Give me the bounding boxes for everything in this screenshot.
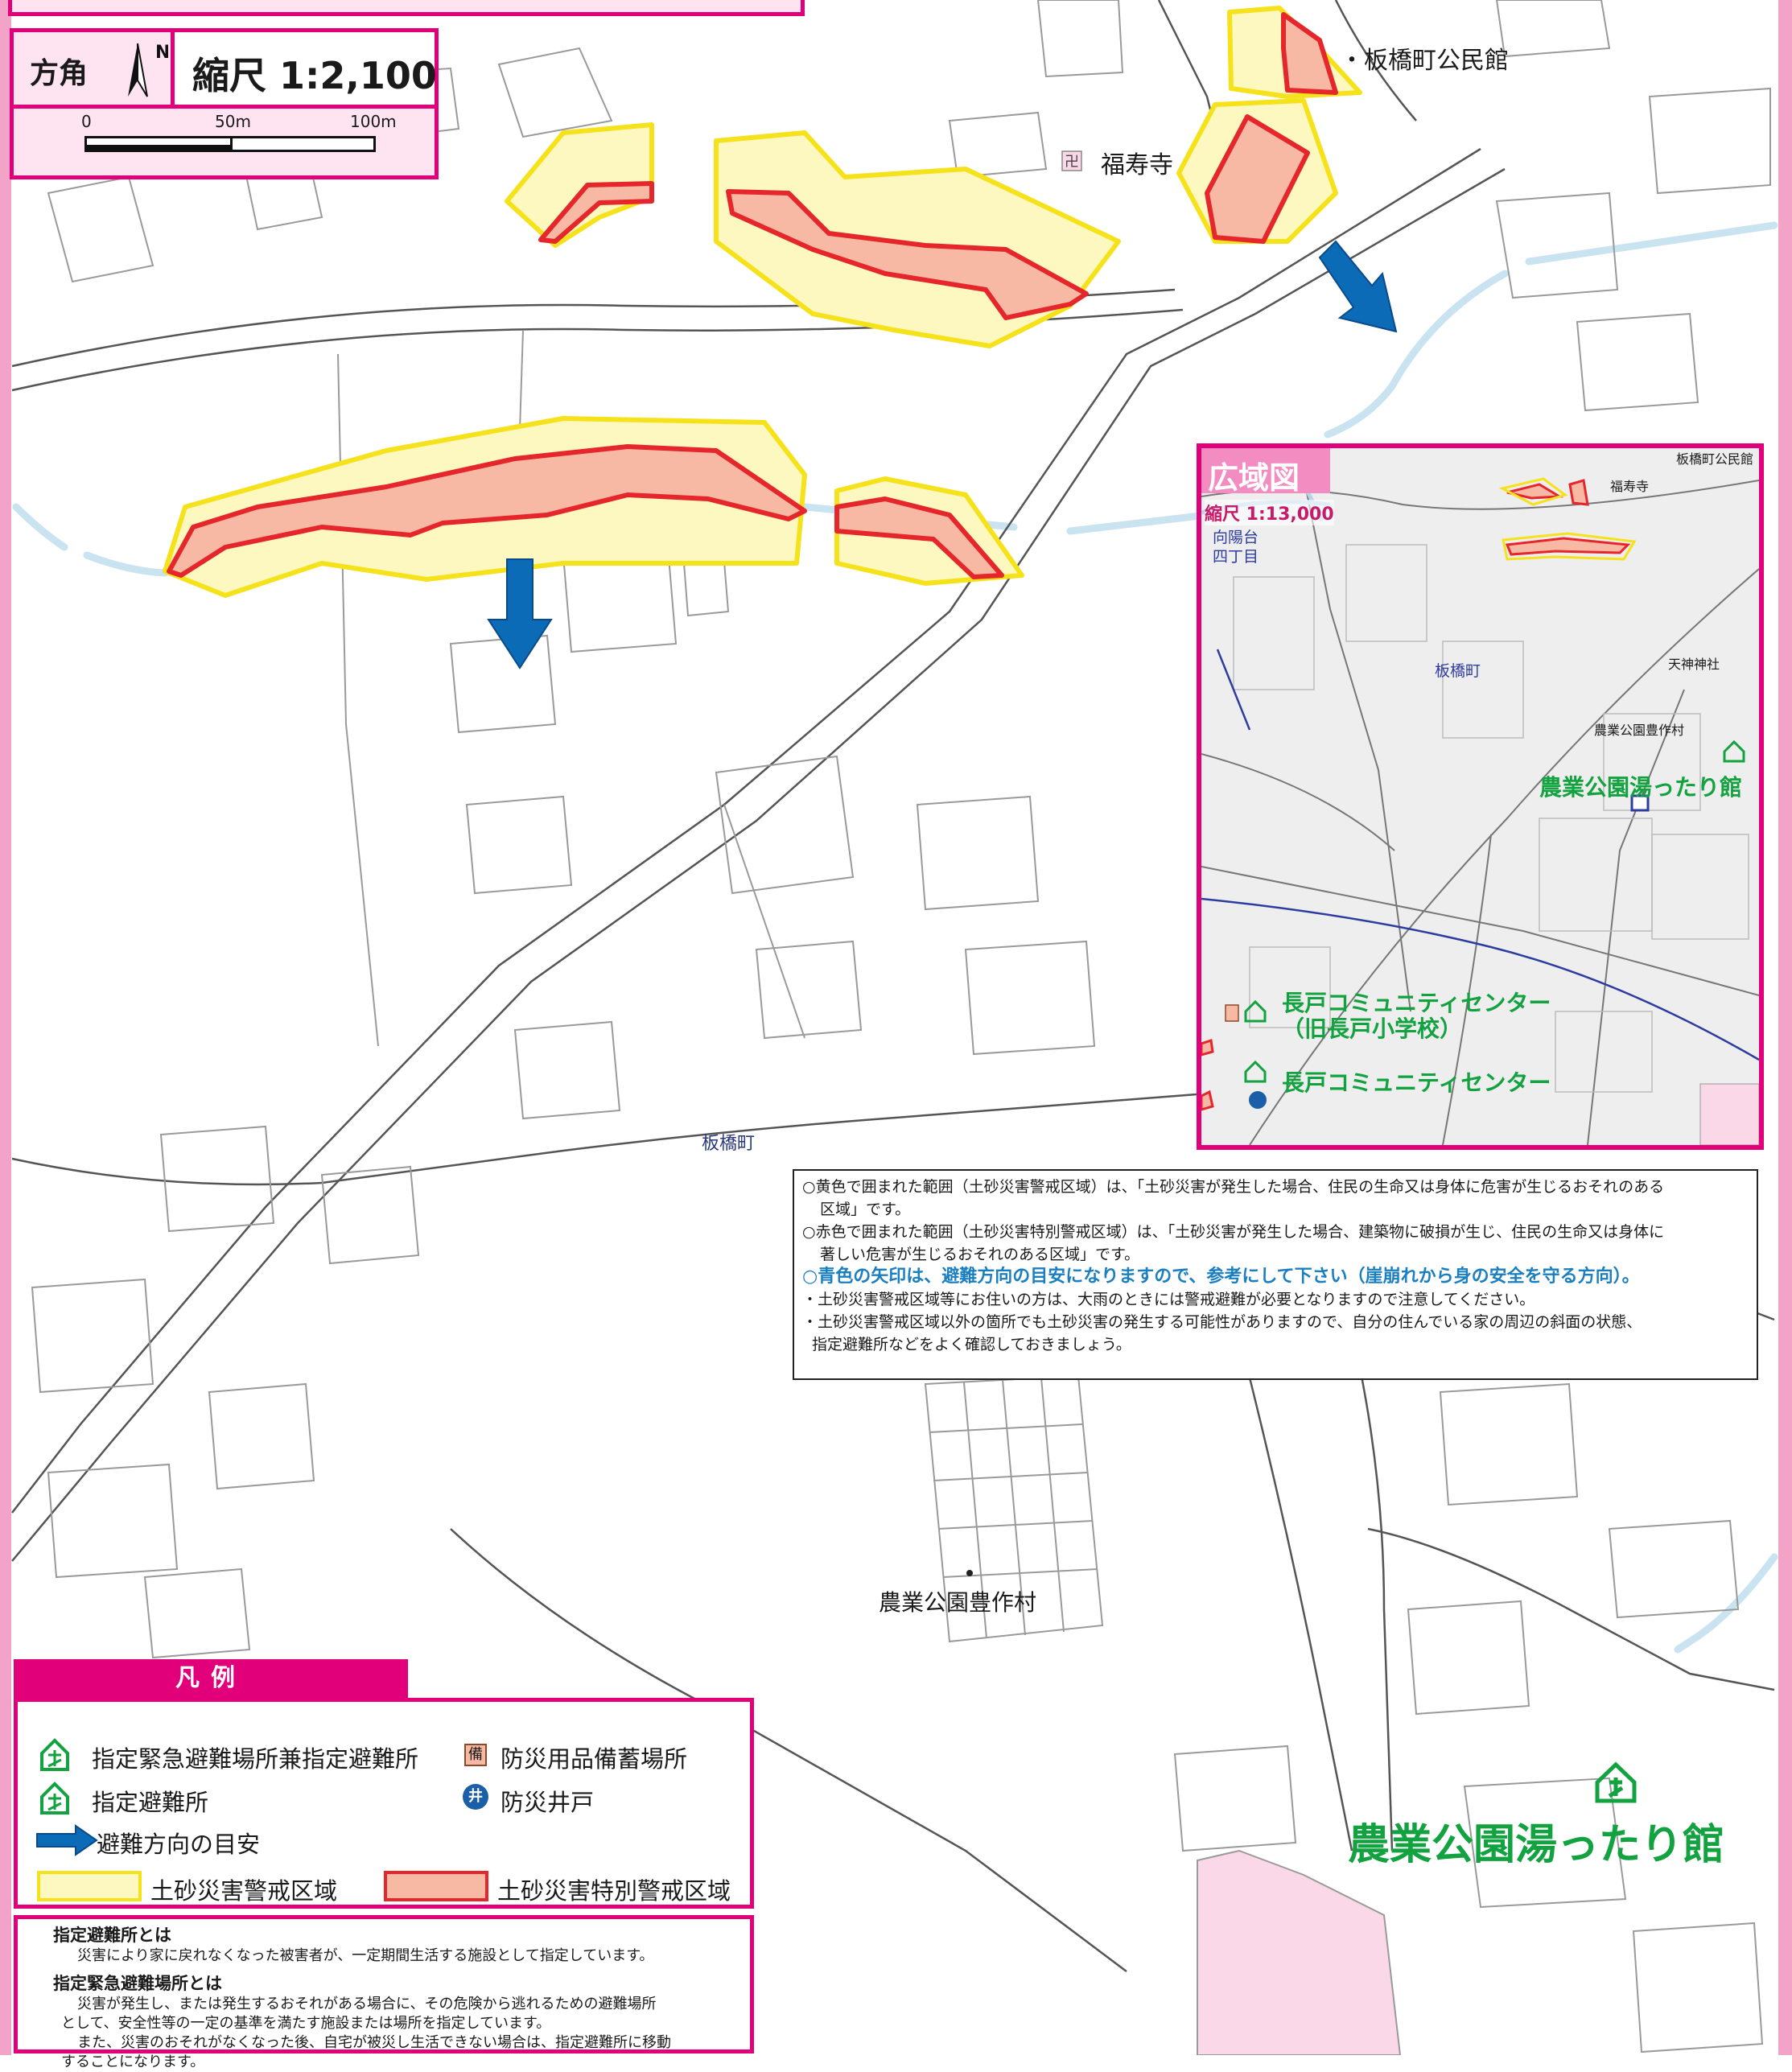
inset-label-farm-village: 農業公園豊作村 xyxy=(1594,723,1685,738)
special-zone xyxy=(538,181,654,244)
evac-arrow-icon xyxy=(36,1824,98,1856)
inset-label-yuttari: 農業公園湯ったり館 xyxy=(1539,774,1743,801)
legend-well: 防災井戸 xyxy=(501,1789,595,1816)
scalebar-tick-50: 50m xyxy=(215,112,251,131)
special-zone xyxy=(1281,12,1338,95)
note-line: ○黄色で囲まれた範囲（土砂災害警戒区域）は、「土砂災害が発生した場合、住民の生命… xyxy=(802,1178,1665,1196)
inset-well-icon xyxy=(1249,1091,1267,1109)
label-community-hall: ・板橋町公民館 xyxy=(1340,47,1509,75)
scalebar xyxy=(84,136,376,152)
note-line: 著しい危害が生じるおそれのある区域」です。 xyxy=(820,1246,1140,1263)
inset-label-area: 板橋町 xyxy=(1435,662,1481,680)
legend-evac-direction: 避難方向の目安 xyxy=(97,1831,261,1858)
north-letter: N xyxy=(155,43,168,63)
def-emergency-text: また、災害のおそれがなくなった後、自宅が被災し生活できない場合は、指定避難所に移… xyxy=(77,2034,671,2051)
legend-stockpile: 防災用品備蓄場所 xyxy=(501,1745,688,1773)
legend-definitions: 指定避難所とは 災害により家に戻れなくなった被害者が、一定期間生活する施設として… xyxy=(14,1915,754,2070)
inset-scale: 縮尺 1:13,000 xyxy=(1205,500,1334,525)
direction-cell: 方角 N xyxy=(14,32,175,105)
special-zone-swatch xyxy=(384,1871,488,1901)
note-line-blue: ○青色の矢印は、避難方向の目安になりますので、参考にして下さい（崖崩れから身の安… xyxy=(802,1267,1640,1287)
evac-arrow xyxy=(487,558,553,669)
def-emergency-text: 災害が発生し、または発生するおそれがある場合に、その危険から逃れるための避難場所 xyxy=(77,1996,657,2012)
note-line: 区域」です。 xyxy=(820,1201,911,1218)
legend-emergency-shelter: 指定緊急避難場所兼指定避難所 xyxy=(92,1745,419,1773)
north-arrow-icon: N xyxy=(128,43,168,97)
scale-cell: 縮尺 1:2,100 xyxy=(175,32,437,105)
inset-stockpile-icon xyxy=(1225,1004,1239,1022)
well-icon: 井 xyxy=(463,1784,488,1810)
evac-arrow xyxy=(1318,240,1398,333)
def-emergency-title: 指定緊急避難場所とは xyxy=(53,1974,222,1993)
label-farm-village: 農業公園豊作村 xyxy=(879,1589,1037,1616)
legend-special-zone: 土砂災害特別警戒区域 xyxy=(497,1877,731,1905)
inset-title: 広域図 xyxy=(1208,460,1300,496)
farm-village-dot xyxy=(966,1570,973,1576)
def-emergency-text: として、安全性等の一定の基準を満たす施設または場所を指定しています。 xyxy=(61,2015,551,2032)
direction-label: 方角 xyxy=(30,57,89,90)
pink-facility xyxy=(1197,1849,1402,2055)
right-page-edge xyxy=(1778,0,1792,2055)
notes-box: ○黄色で囲まれた範囲（土砂災害警戒区域）は、「土砂災害が発生した場合、住民の生命… xyxy=(793,1169,1758,1380)
note-line: ・土砂災害警戒区域以外の箇所でも土砂災害の発生する可能性がありますので、自分の住… xyxy=(802,1313,1642,1331)
svg-text:卍: 卍 xyxy=(1065,154,1079,171)
special-zone xyxy=(726,189,1089,320)
special-zone xyxy=(1205,114,1310,244)
note-line: ○赤色で囲まれた範囲（土砂災害特別警戒区域）は、「土砂災害が発生した場合、建築物… xyxy=(802,1223,1665,1241)
inset-map: 広域図 縮尺 1:13,000 向陽台 四丁目 板橋町公民館 福寿寺 板橋町 天… xyxy=(1197,443,1764,1150)
def-shelter-title: 指定避難所とは xyxy=(53,1926,171,1945)
scalebar-tick-0: 0 xyxy=(81,112,92,131)
legend-shelter: 指定避難所 xyxy=(92,1789,209,1816)
note-line: 指定避難所などをよく確認しておきましょう。 xyxy=(812,1336,1131,1353)
scalebar-cell: 0 50m 100m xyxy=(14,109,435,175)
temple-icon: 卍 xyxy=(1061,150,1082,171)
legend-warning-zone: 土砂災害警戒区域 xyxy=(150,1877,338,1905)
scalebar-tick-100: 100m xyxy=(350,112,397,131)
inset-label-nagato-old-2: （旧長戸小学校） xyxy=(1282,1015,1463,1042)
inset-label-nagato-cc: 長戸コミュニティセンター xyxy=(1282,1069,1551,1096)
label-shelter-yuttari: 農業公園湯ったり館 xyxy=(1348,1821,1725,1869)
inset-map-drawing xyxy=(1201,448,1759,1145)
label-area-name: 板橋町 xyxy=(702,1134,756,1154)
inset-label-temple: 福寿寺 xyxy=(1610,479,1650,494)
def-emergency-text: することになります。 xyxy=(61,2053,205,2070)
special-zone xyxy=(167,444,807,578)
note-line: ・土砂災害警戒区域等にお住いの方は、大雨のときには警戒避難が必要となりますので注… xyxy=(802,1291,1535,1308)
evac-arrows xyxy=(487,240,1398,669)
legend: 凡例 指定緊急避難場所兼指定避難所 備 防災用品備蓄場所 指定避難所 井 防災井… xyxy=(14,1659,754,2070)
special-zones xyxy=(167,12,1338,579)
def-shelter-text: 災害により家に戻れなくなった被害者が、一定期間生活する施設として指定しています。 xyxy=(77,1947,654,1964)
stockpile-icon: 備 xyxy=(464,1744,487,1766)
special-zone xyxy=(834,496,1004,579)
inset-label-shrine: 天神神社 xyxy=(1668,657,1720,672)
legend-title: 凡例 xyxy=(14,1659,408,1698)
header-top-strip xyxy=(8,0,805,16)
shelter-icon xyxy=(40,1782,69,1815)
inset-label-mukoyodai-2: 四丁目 xyxy=(1213,548,1259,566)
shelter-icon-yuttari xyxy=(1595,1761,1637,1803)
left-page-edge xyxy=(0,0,11,2055)
inset-label-nagato-old-1: 長戸コミュニティセンター xyxy=(1282,990,1551,1016)
warning-zone-swatch xyxy=(37,1871,142,1901)
scale-text: 縮尺 1:2,100 xyxy=(192,54,437,97)
scale-divider xyxy=(14,105,435,109)
inset-label-community-hall: 板橋町公民館 xyxy=(1676,451,1754,467)
legend-body: 指定緊急避難場所兼指定避難所 備 防災用品備蓄場所 指定避難所 井 防災井戸 避… xyxy=(14,1698,754,1909)
emergency-shelter-icon xyxy=(40,1738,69,1771)
inset-label-mukoyodai-1: 向陽台 xyxy=(1213,529,1259,546)
label-temple: 福寿寺 xyxy=(1101,151,1173,179)
inset-title-box: 広域図 xyxy=(1201,448,1330,496)
scale-panel: 方角 N 縮尺 1:2,100 0 50m 100m xyxy=(10,28,439,179)
